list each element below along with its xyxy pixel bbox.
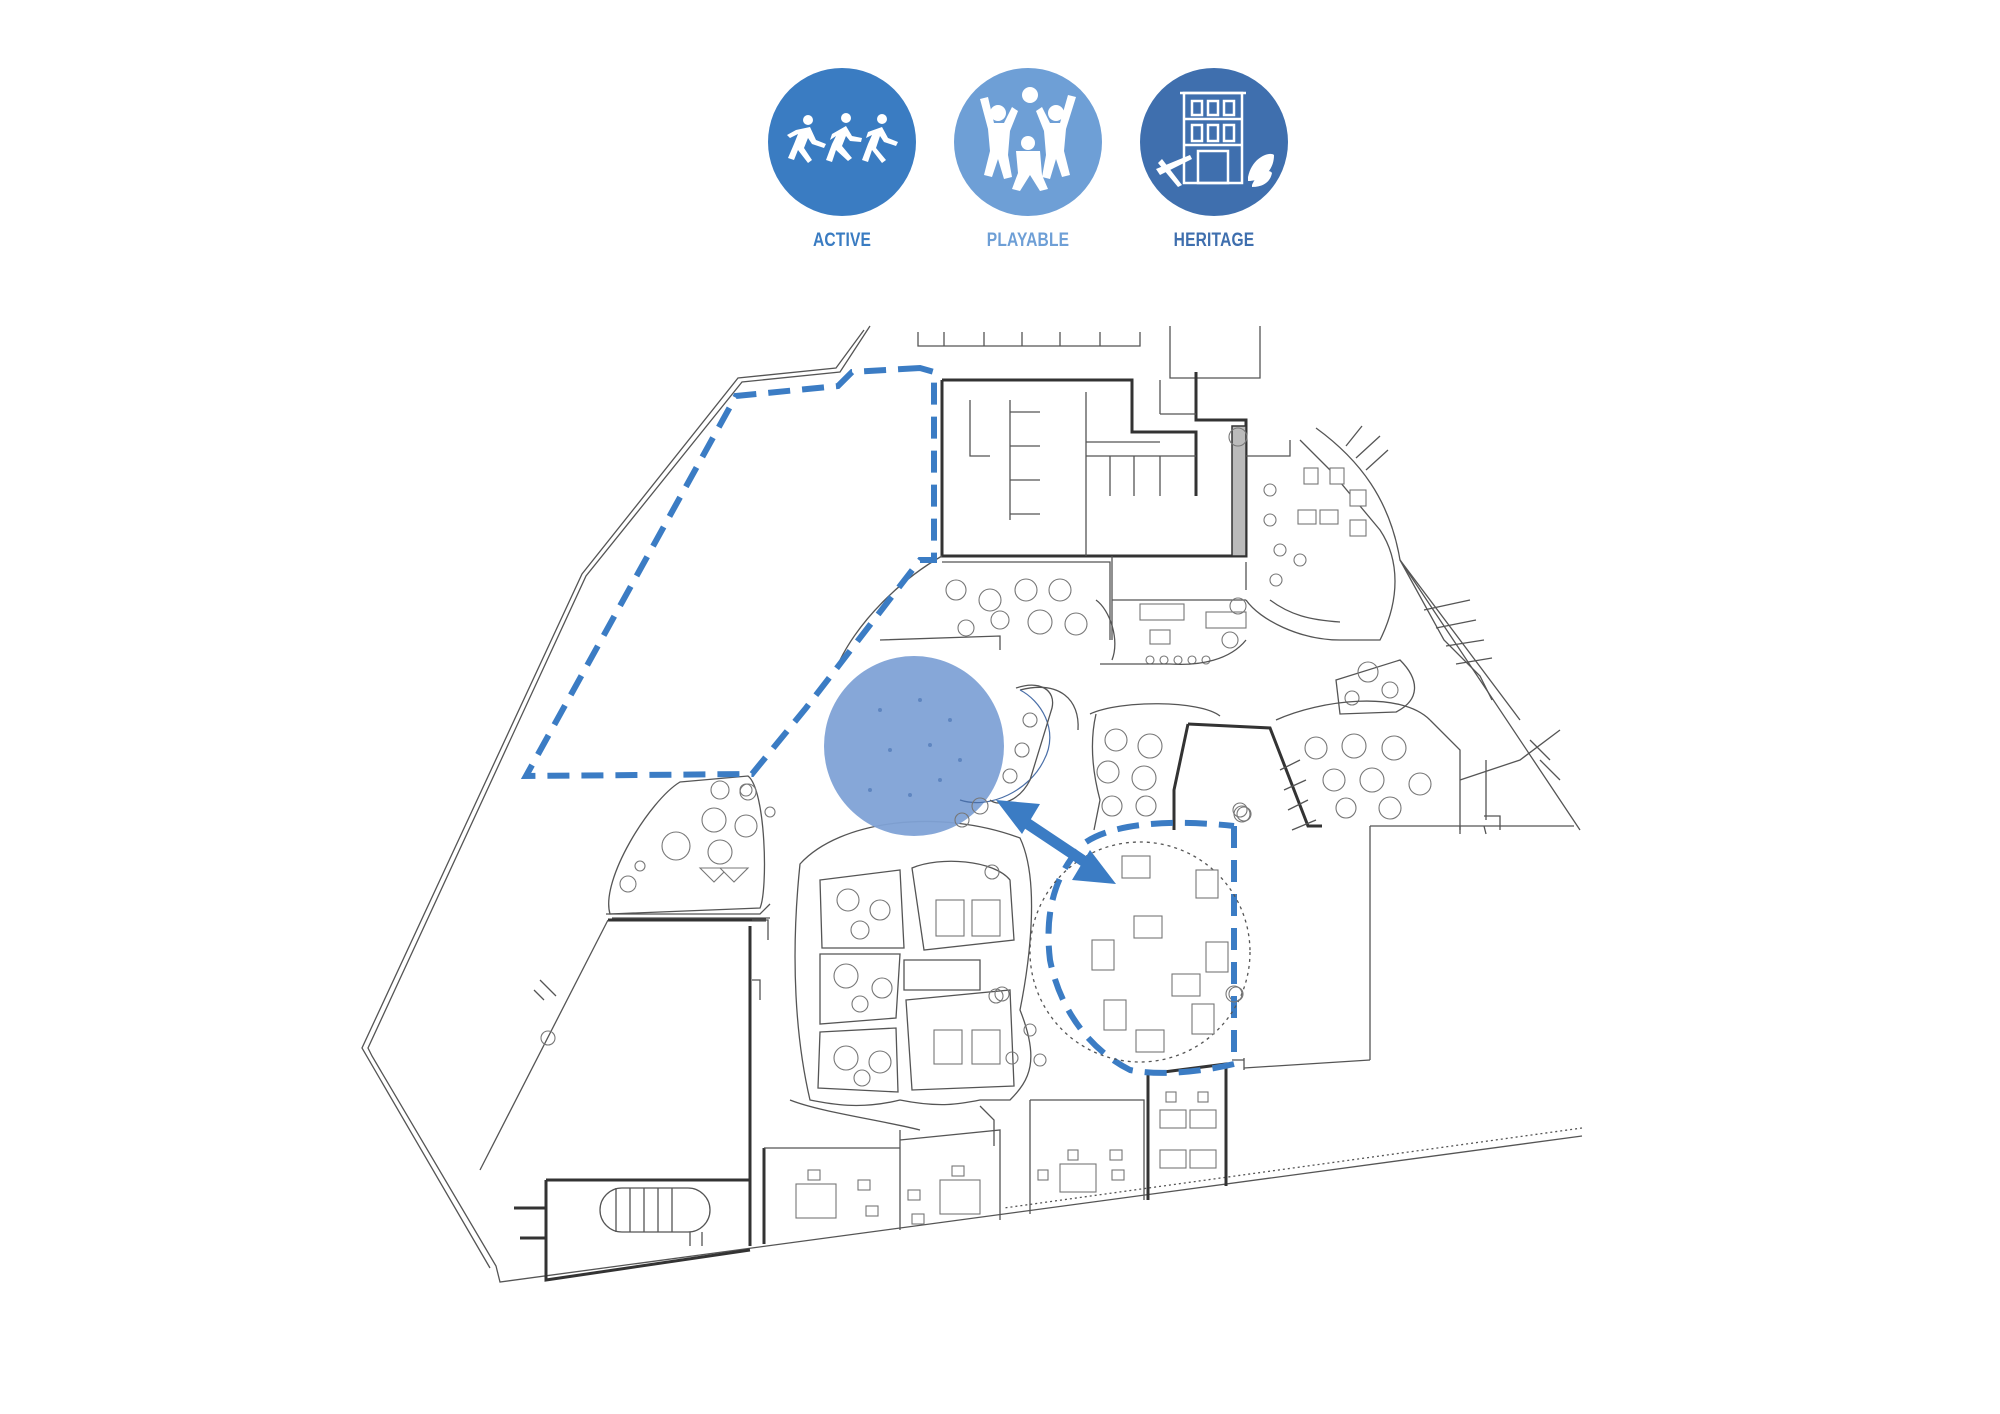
- legend: ACTIVE PLAYABLE: [0, 0, 2000, 260]
- south-west-room: [479, 918, 769, 1246]
- east-seating: [1089, 700, 1561, 831]
- south-east-workspace: [1228, 802, 1574, 1070]
- zone-boundary-east: [1045, 819, 1237, 1076]
- south-offices: [762, 1062, 1228, 1244]
- structural-columns: [739, 783, 1252, 1004]
- east-planter: [1335, 659, 1416, 715]
- legend-label-active: ACTIVE: [812, 230, 872, 251]
- stair-core: [514, 1178, 751, 1282]
- site-boundary: [361, 325, 1583, 1283]
- playing-children-icon: [968, 85, 1088, 200]
- legend-item-playable: PLAYABLE: [938, 68, 1118, 252]
- heritage-building-icon: [1152, 85, 1276, 200]
- running-people-icon: [782, 110, 902, 175]
- playable-zone-circle: [824, 656, 1051, 836]
- building-north: [917, 326, 1291, 640]
- legend-item-heritage: HERITAGE: [1124, 68, 1304, 252]
- legend-circle-active: [768, 68, 916, 216]
- legend-circle-heritage: [1140, 68, 1288, 216]
- connection-arrow: [996, 800, 1116, 884]
- legend-circle-playable: [954, 68, 1102, 216]
- legend-label-playable: PLAYABLE: [986, 230, 1070, 251]
- legend-label-heritage: HERITAGE: [1173, 230, 1255, 251]
- north-east-seating: [1245, 425, 1493, 701]
- east-zone-furniture: [1029, 841, 1251, 1063]
- central-dining: [839, 555, 1247, 731]
- legend-item-active: ACTIVE: [752, 68, 932, 252]
- central-pods: [789, 820, 1047, 1131]
- west-seating: [606, 775, 771, 919]
- zone-boundary-north-west: [520, 364, 937, 780]
